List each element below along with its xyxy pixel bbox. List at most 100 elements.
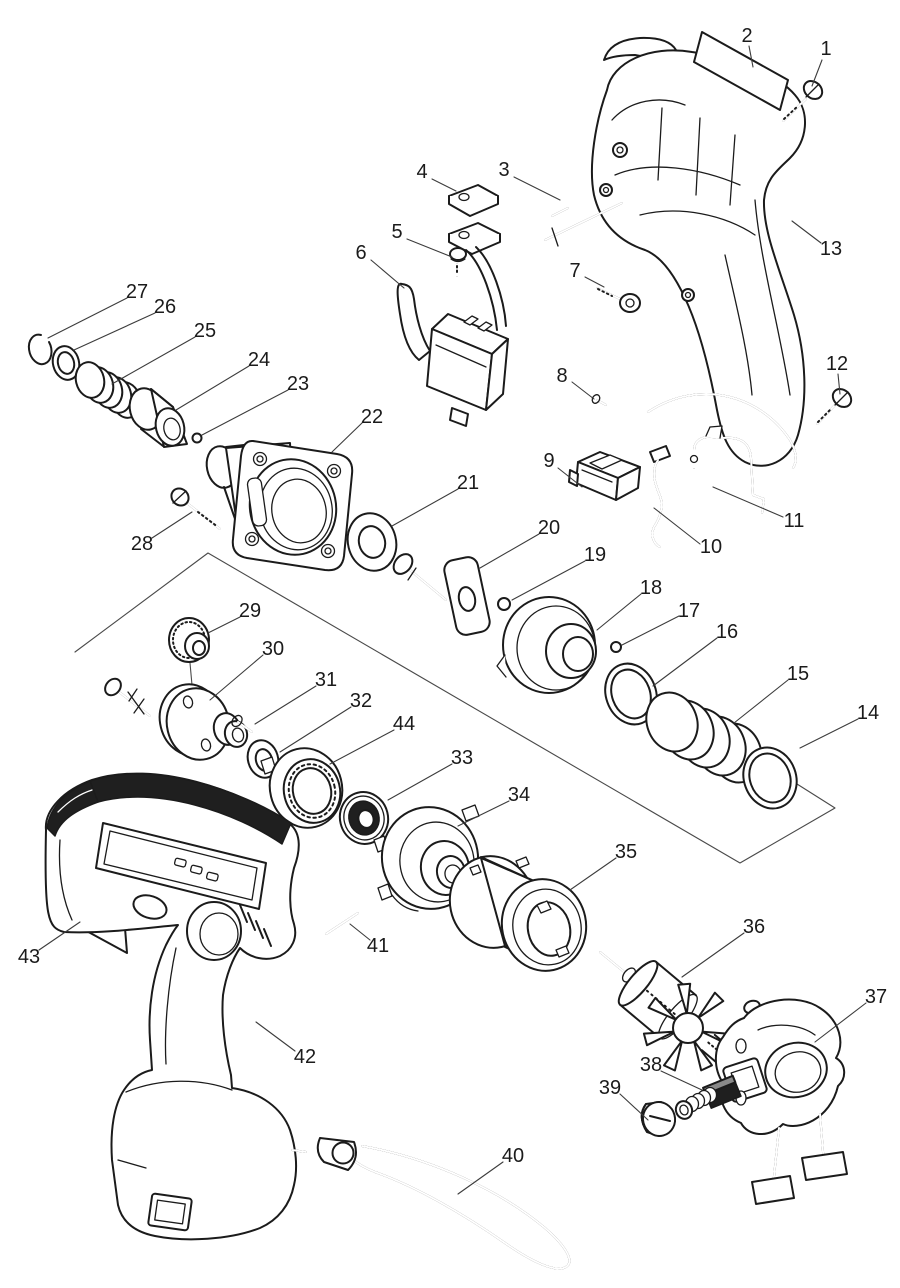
part-number-label-20: 20 — [538, 517, 560, 539]
callout-leader-28 — [151, 511, 193, 539]
callout-leader-2 — [748, 45, 754, 68]
part-9-lock-block — [568, 451, 641, 501]
callout-leader-17 — [621, 615, 680, 646]
part-28-screw — [170, 487, 221, 530]
part-2-nameplate — [693, 31, 789, 111]
part-number-label-4: 4 — [416, 161, 427, 183]
callout-leader-8 — [571, 381, 595, 400]
part-number-label-7: 7 — [569, 260, 580, 282]
callout-leader-35 — [569, 857, 617, 891]
part-number-label-15: 15 — [787, 663, 809, 685]
part-number-label-13: 13 — [820, 238, 842, 260]
callout-leader-39 — [619, 1093, 649, 1121]
part-20-anvil — [392, 553, 491, 636]
part-38-carbon-brush — [674, 1074, 742, 1120]
part-number-label-1: 1 — [820, 38, 831, 60]
callout-leader-13 — [791, 220, 822, 244]
callout-leader-23 — [201, 389, 289, 436]
callout-leader-34 — [457, 800, 510, 827]
callout-leader-20 — [479, 533, 540, 569]
part-41-pin — [325, 912, 359, 935]
part-number-label-17: 17 — [678, 600, 700, 622]
callout-leader-5 — [406, 238, 453, 258]
part-number-label-26: 26 — [154, 296, 176, 318]
part-19-steel-ball — [497, 597, 511, 611]
part-number-label-27: 27 — [126, 281, 148, 303]
part-number-label-41: 41 — [367, 935, 389, 957]
callout-leader-19 — [511, 560, 586, 601]
assembly-guide-line — [74, 552, 836, 864]
callout-leader-26 — [73, 312, 156, 351]
callout-leader-6 — [370, 259, 405, 289]
part-number-label-37: 37 — [865, 986, 887, 1008]
part-8-pin — [591, 394, 607, 406]
callout-leader-1 — [811, 59, 823, 87]
part-21-washer — [346, 512, 398, 572]
part-number-label-2: 2 — [741, 25, 752, 47]
callout-leader-24 — [175, 365, 250, 411]
part-number-label-38: 38 — [640, 1054, 662, 1076]
part-number-label-34: 34 — [508, 784, 530, 806]
part-number-label-22: 22 — [361, 406, 383, 428]
part-17-steel-ball — [610, 641, 622, 653]
callout-layer: 1234567891011121314151617181920212223242… — [18, 25, 887, 1195]
part-14-ring — [742, 746, 798, 810]
part-10-lever — [649, 445, 671, 548]
part-number-label-24: 24 — [248, 349, 270, 371]
part-12-screw — [816, 388, 853, 425]
part-37-end-bracket — [714, 998, 848, 1205]
callout-leader-9 — [557, 467, 583, 488]
callout-leader-41 — [349, 923, 371, 941]
part-44-internal-gear — [256, 747, 344, 831]
callout-leader-10 — [653, 507, 701, 545]
callout-leader-42 — [255, 1021, 296, 1052]
callout-leader-25 — [111, 336, 196, 385]
callout-leader-33 — [387, 763, 453, 801]
part-number-label-28: 28 — [131, 533, 153, 555]
part-11-bracket — [689, 425, 765, 514]
part-6-switch-assembly — [396, 222, 509, 427]
callout-leader-21 — [391, 488, 459, 527]
part-number-label-19: 19 — [584, 544, 606, 566]
part-number-label-18: 18 — [640, 577, 662, 599]
part-18-hammer — [496, 596, 597, 694]
part-31-pin — [231, 714, 253, 733]
part-40-strap — [316, 1137, 571, 1270]
part-22-hammer-case — [205, 439, 354, 572]
part-15-compression-spring — [645, 691, 763, 784]
part-number-label-33: 33 — [451, 747, 473, 769]
callout-leader-29 — [207, 616, 241, 634]
callout-leader-31 — [254, 685, 317, 725]
part-13-housing-half — [590, 36, 807, 469]
part-4-contact-plate — [448, 184, 499, 217]
callout-leader-44 — [329, 729, 395, 765]
part-number-label-21: 21 — [457, 472, 479, 494]
part-number-label-44: 44 — [393, 713, 415, 735]
part-number-label-35: 35 — [615, 841, 637, 863]
part-25-spring — [74, 361, 142, 419]
part-number-label-39: 39 — [599, 1077, 621, 1099]
callout-leader-7 — [584, 276, 605, 288]
part-29-pinion-gear — [168, 617, 210, 663]
part-23-steel-ball — [191, 432, 203, 444]
part-39-brush-cap — [640, 1101, 677, 1137]
callout-leader-18 — [596, 593, 642, 631]
part-24-sleeve — [128, 387, 188, 448]
callout-leader-38 — [660, 1070, 703, 1091]
part-number-label-5: 5 — [391, 221, 402, 243]
part-30-spindle — [104, 677, 249, 761]
part-number-label-25: 25 — [194, 320, 216, 342]
callout-leader-36 — [681, 932, 745, 978]
part-number-label-40: 40 — [502, 1145, 524, 1167]
part-number-label-3: 3 — [498, 159, 509, 181]
part-number-label-43: 43 — [18, 946, 40, 968]
part-number-label-42: 42 — [294, 1046, 316, 1068]
part-number-label-30: 30 — [262, 638, 284, 660]
part-number-label-32: 32 — [350, 690, 372, 712]
callout-leader-4 — [431, 178, 457, 192]
part-3-switch-slide-bar — [544, 202, 623, 247]
part-1-screw — [782, 80, 824, 122]
callout-leader-40 — [457, 1161, 504, 1195]
callout-leader-27 — [47, 297, 128, 339]
